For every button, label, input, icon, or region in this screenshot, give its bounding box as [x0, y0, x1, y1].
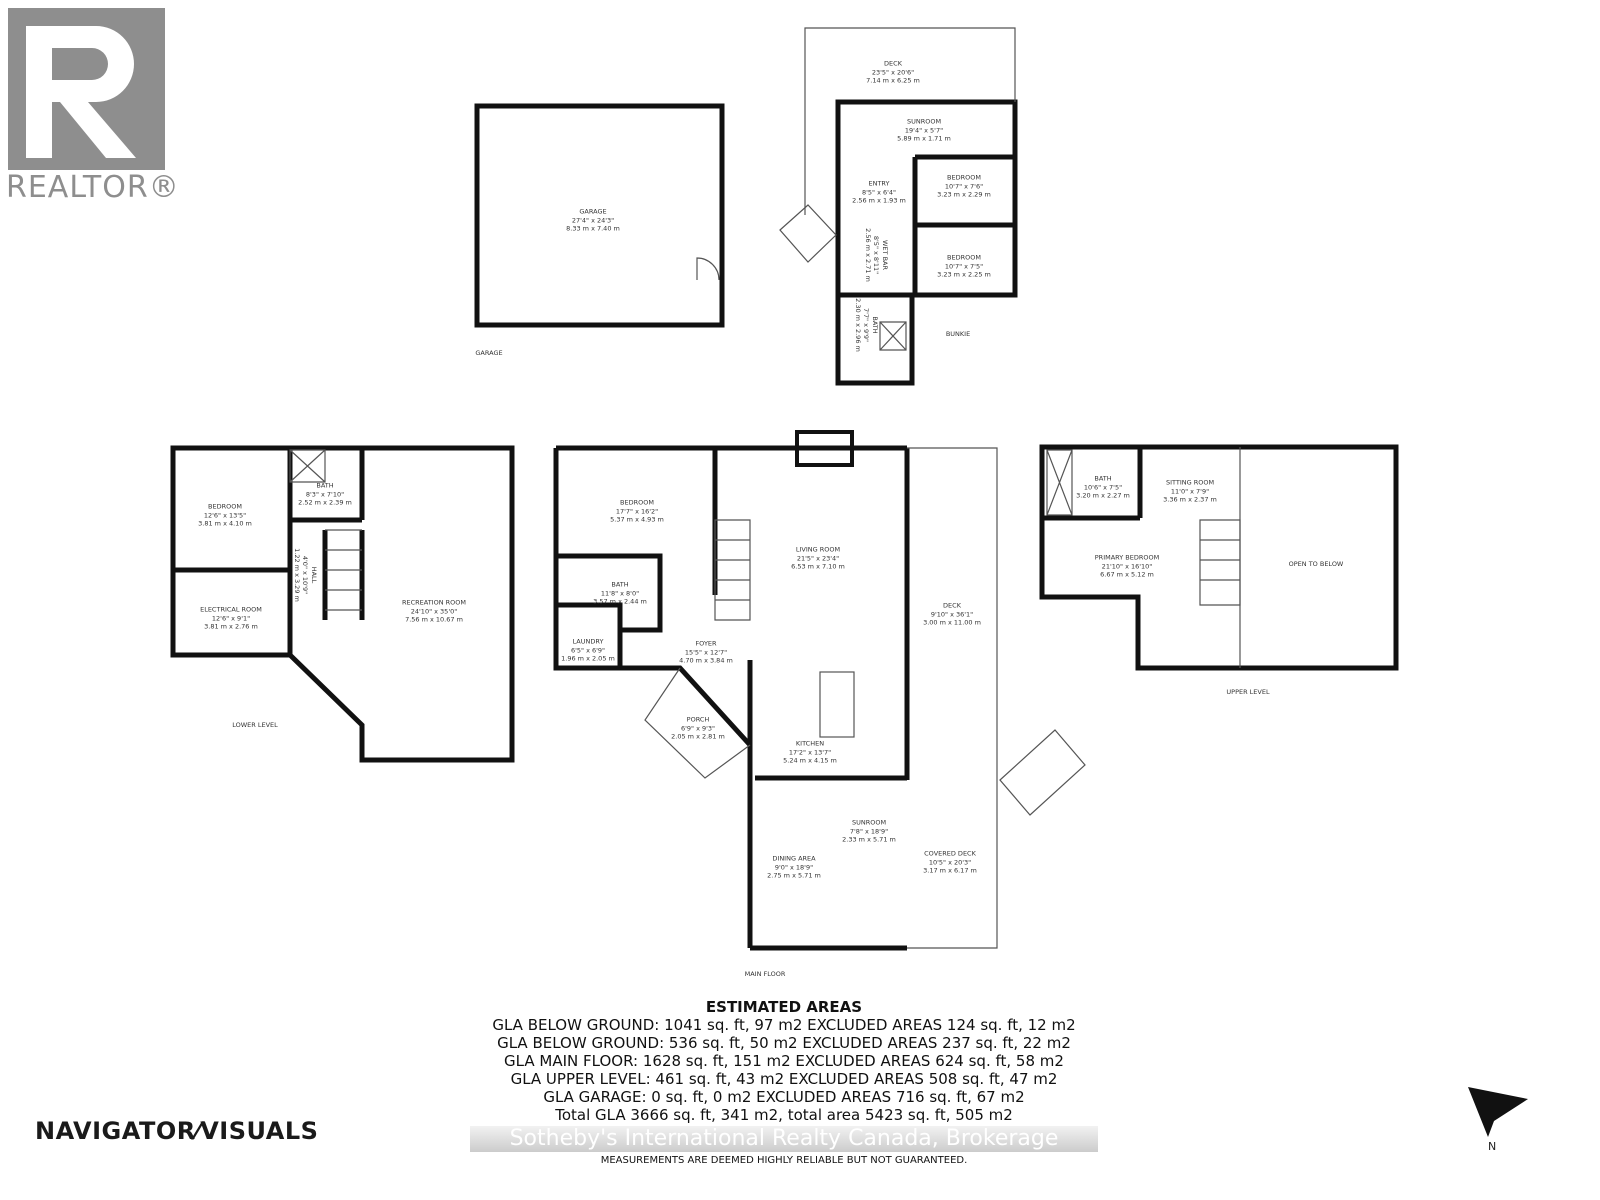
bunkie-deck-outline — [804, 27, 1016, 215]
north-label: N — [1488, 1140, 1497, 1153]
level-label-garage: GARAGE — [475, 349, 503, 357]
level-label-upper: UPPER LEVEL — [1226, 688, 1270, 696]
exterior-stairs — [999, 729, 1086, 816]
estimated-areas-title: ESTIMATED AREAS — [705, 998, 863, 1016]
room-label-open-to-below: OPEN TO BELOW — [1288, 559, 1344, 568]
north-arrow-icon — [1468, 1087, 1528, 1137]
area-line: GLA BELOW GROUND: 536 sq. ft, 50 m2 EXCL… — [497, 1034, 1071, 1052]
stairs — [714, 519, 751, 621]
navigator-visuals-logo: NAVIGATOR⁄VISUALS — [35, 1117, 319, 1145]
area-line: GLA BELOW GROUND: 1041 sq. ft, 97 m2 EXC… — [492, 1016, 1076, 1034]
stairs — [325, 529, 362, 611]
garage-walls — [474, 103, 725, 328]
fireplace — [795, 430, 854, 467]
brokerage-watermark: Sotheby's International Realty Canada, B… — [470, 1126, 1098, 1152]
exterior-stairs — [779, 204, 837, 263]
area-line: GLA MAIN FLOOR: 1628 sq. ft, 151 m2 EXCL… — [504, 1052, 1064, 1070]
bunkie-walls — [835, 99, 1018, 386]
estimated-areas: ESTIMATED AREAS GLA BELOW GROUND: 1041 s… — [492, 998, 1075, 1124]
upper-shower — [1046, 449, 1073, 516]
realtor-wordmark: REALTOR® — [6, 170, 180, 205]
level-label-main: MAIN FLOOR — [744, 970, 786, 978]
porch-outline — [644, 667, 751, 779]
main-deck-outline — [907, 447, 998, 949]
garage-door-swing — [696, 257, 720, 281]
kitchen-island — [819, 671, 855, 738]
level-label-lower: LOWER LEVEL — [232, 721, 278, 729]
bunkie-shower — [879, 321, 907, 351]
disclaimer: MEASUREMENTS ARE DEEMED HIGHLY RELIABLE … — [600, 1155, 968, 1166]
area-line: GLA GARAGE: 0 sq. ft, 0 m2 EXCLUDED AREA… — [543, 1088, 1025, 1106]
level-label-bunkie: BUNKIE — [945, 330, 971, 338]
stairs — [1199, 519, 1241, 606]
upper-level-walls — [1039, 444, 1399, 671]
lower-shower — [289, 449, 326, 483]
area-line: GLA UPPER LEVEL: 461 sq. ft, 43 m2 EXCLU… — [510, 1070, 1058, 1088]
lower-level-walls — [170, 445, 515, 763]
realtor-logo — [8, 8, 165, 170]
area-line: Total GLA 3666 sq. ft, 341 m2, total are… — [555, 1106, 1013, 1124]
